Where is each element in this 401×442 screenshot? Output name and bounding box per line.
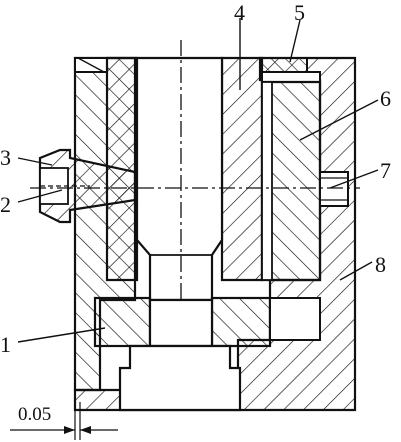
callout-3: 3 (0, 145, 11, 170)
shaft-bore (135, 56, 224, 302)
callout-1: 1 (0, 332, 11, 357)
callout-5: 5 (294, 0, 305, 25)
center-lines (30, 40, 360, 300)
callout-7: 7 (380, 158, 391, 183)
dimension-label: 0.05 (18, 404, 51, 425)
callout-2: 2 (0, 192, 11, 217)
dimension-0-05: 0.05 (10, 402, 118, 440)
callout-8: 8 (375, 252, 386, 277)
pin-part-3 (38, 148, 137, 224)
callout-6: 6 (380, 86, 391, 111)
leader-lines (17, 18, 379, 343)
callout-labels: 3 2 1 4 5 6 7 8 (0, 0, 391, 357)
ring-part-5 (261, 57, 321, 83)
base-cavity (118, 344, 242, 412)
callout-4: 4 (234, 0, 245, 25)
screw-part-7 (319, 171, 349, 207)
bushing-part-6 (260, 80, 322, 282)
washer-part-1 (93, 296, 321, 348)
